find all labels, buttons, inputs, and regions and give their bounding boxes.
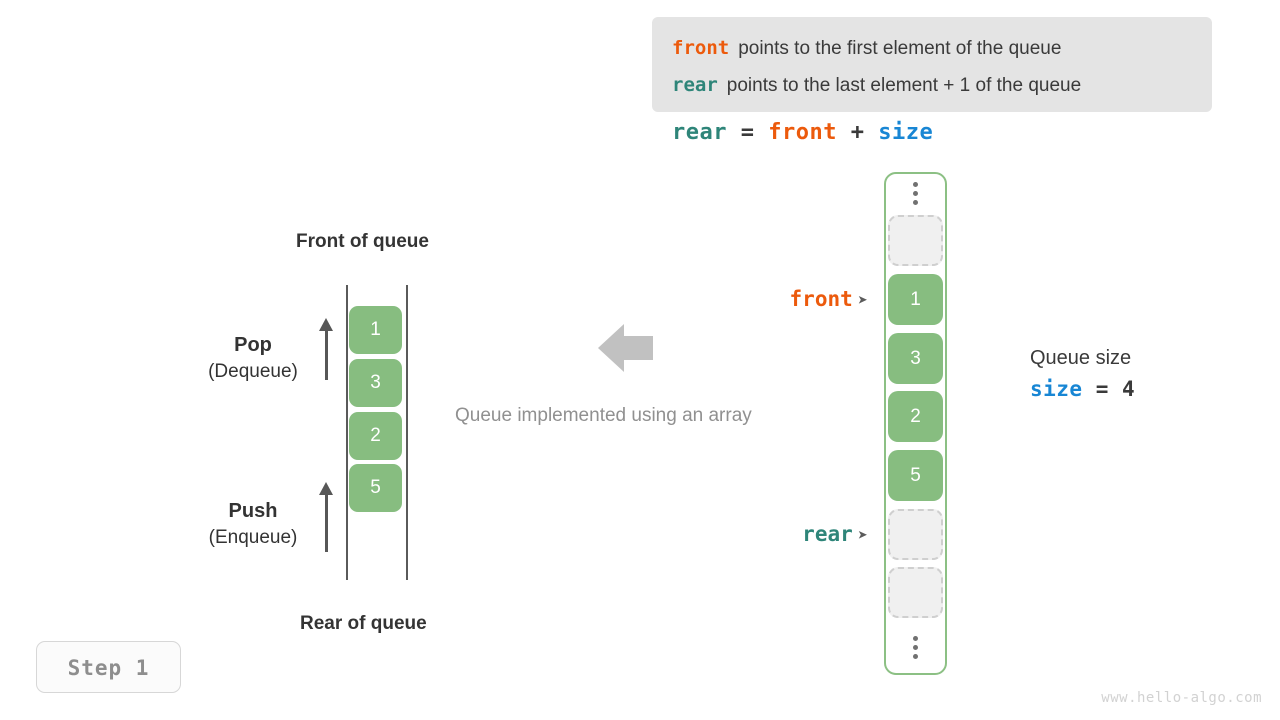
step-badge: Step 1 (36, 641, 181, 693)
implementation-caption: Queue implemented using an array (455, 405, 752, 426)
formula-equals: = (740, 120, 755, 145)
push-arrow-icon (319, 482, 333, 552)
rear-definition-text: points to the last element + 1 of the qu… (726, 75, 1082, 96)
formula-front: front (768, 120, 837, 145)
front-pointer: front➤ (700, 287, 868, 311)
array-cell-filled: 3 (888, 333, 943, 384)
push-subtitle: (Enqueue) (208, 527, 298, 548)
size-value: 4 (1122, 377, 1136, 401)
queue-size-title: Queue size (1030, 347, 1132, 369)
rear-pointer: rear➤ (700, 522, 868, 546)
formula-rear: rear (672, 120, 727, 145)
formula-plus: + (850, 120, 865, 145)
rear-pointer-label: rear (802, 522, 853, 546)
queue-cell: 3 (349, 359, 402, 407)
watermark: www.hello-algo.com (1101, 690, 1262, 706)
queue-size-note: Queue size size = 4 (1030, 344, 1135, 406)
queue-cell: 5 (349, 464, 402, 512)
rear-formula: rear = front + size (672, 120, 933, 145)
queue-cell: 2 (349, 412, 402, 460)
front-definition-text: points to the first element of the queue (738, 38, 1062, 59)
array-cell-filled: 5 (888, 450, 943, 501)
left-arrow-icon (598, 324, 653, 372)
pop-title: Pop (234, 334, 272, 356)
array-cell-empty (888, 215, 943, 266)
formula-size: size (878, 120, 934, 145)
array-bottom-ellipsis-icon (911, 636, 919, 663)
push-title: Push (228, 500, 278, 522)
pop-subtitle: (Dequeue) (208, 361, 298, 382)
pop-arrow-icon (319, 318, 333, 380)
array-top-ellipsis-icon (911, 182, 919, 209)
queue-size-expression: size = 4 (1030, 372, 1135, 406)
queue-rail-left (346, 285, 348, 580)
array-container (884, 172, 947, 675)
queue-cell: 1 (349, 306, 402, 354)
rear-of-queue-label: Rear of queue (300, 613, 427, 634)
rear-pointer-arrow-icon: ➤ (857, 526, 868, 546)
pop-operation-label: Pop (Dequeue) (190, 332, 316, 385)
array-cell-empty (888, 509, 943, 560)
front-of-queue-label: Front of queue (296, 231, 429, 252)
front-definition-line: front points to the first element of the … (672, 30, 1192, 67)
array-cell-filled: 2 (888, 391, 943, 442)
array-cell-filled: 1 (888, 274, 943, 325)
rear-definition-line: rear points to the last element + 1 of th… (672, 67, 1192, 104)
rear-keyword: rear (672, 74, 718, 96)
pointer-definitions-box: front points to the first element of the … (652, 17, 1212, 112)
size-equals: = (1095, 377, 1109, 401)
array-cell-empty (888, 567, 943, 618)
queue-rail-right (406, 285, 408, 580)
front-pointer-label: front (789, 287, 853, 311)
front-pointer-arrow-icon: ➤ (857, 291, 868, 311)
size-variable: size (1030, 377, 1083, 401)
front-keyword: front (672, 37, 730, 59)
push-operation-label: Push (Enqueue) (190, 498, 316, 551)
